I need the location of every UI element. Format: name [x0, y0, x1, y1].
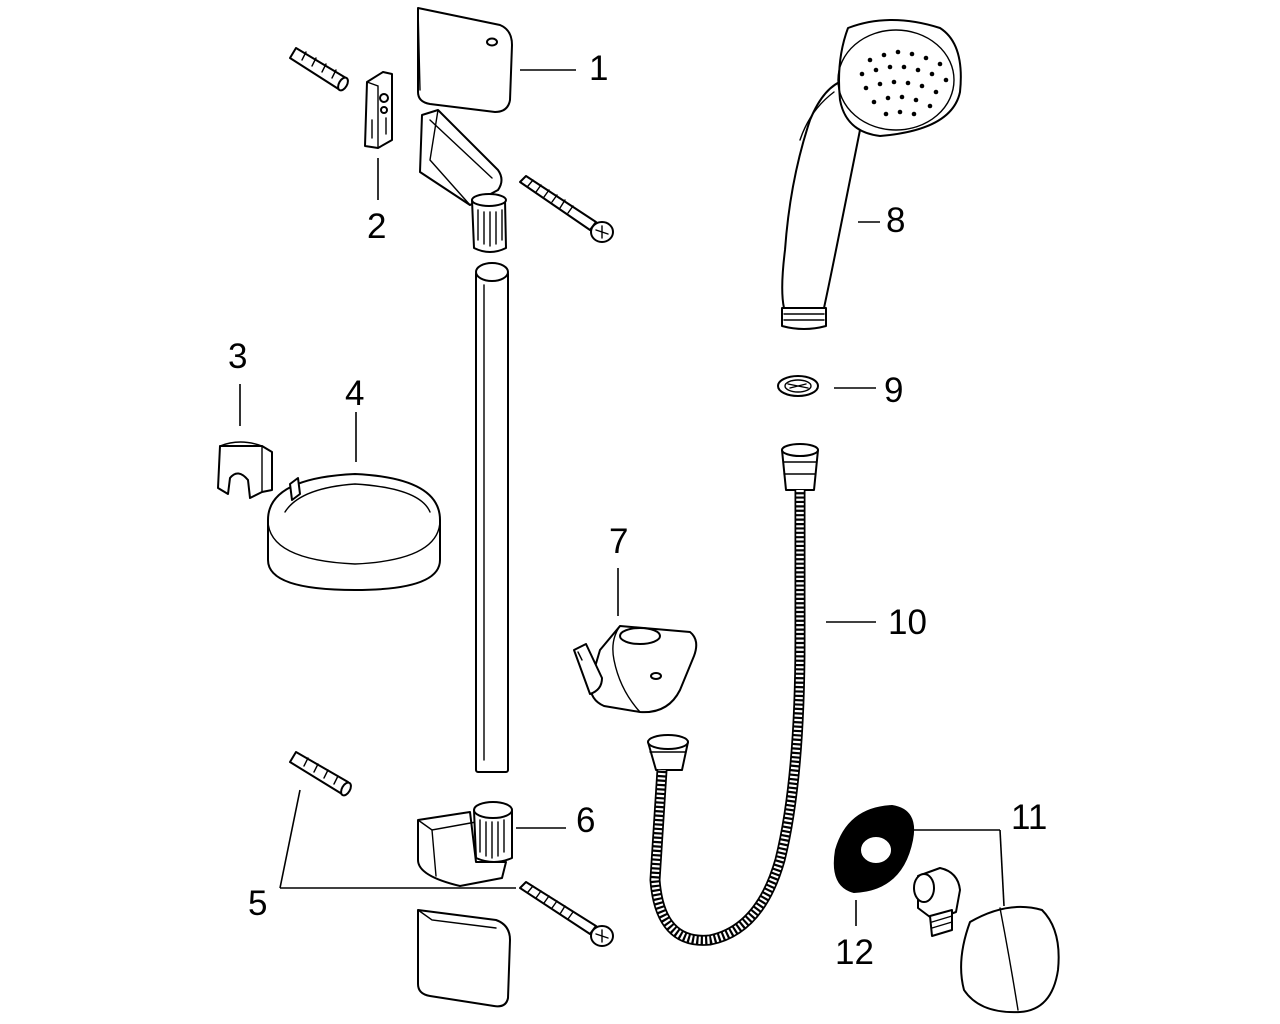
part-wall-connector [913, 867, 1060, 1014]
callout-9: 9 [884, 371, 903, 410]
callout-6: 6 [576, 801, 595, 840]
part-screw-top [519, 175, 614, 243]
spray-nozzles [859, 49, 949, 117]
callout-5: 5 [248, 884, 267, 923]
part-wall-plate [364, 71, 393, 149]
callout-8: 8 [886, 201, 905, 240]
part-slide-rail [475, 262, 509, 773]
part-shower-hose [647, 443, 819, 946]
callout-3: 3 [228, 337, 247, 376]
callout-10: 10 [888, 603, 927, 642]
part-slider [573, 625, 698, 714]
part-hand-shower [781, 19, 962, 330]
callout-2: 2 [367, 207, 386, 246]
part-top-cap [417, 7, 513, 113]
callout-12: 12 [835, 933, 874, 972]
callout-7: 7 [609, 522, 628, 561]
part-screw-bottom [519, 881, 614, 947]
part-bottom-cap [417, 909, 511, 1008]
part-clip [217, 441, 273, 499]
callout-4: 4 [345, 374, 364, 413]
callout-labels: 1 2 3 4 5 6 7 8 9 10 11 12 [228, 49, 1047, 972]
part-bottom-bracket [417, 801, 513, 887]
part-wall-plug-bottom [289, 751, 352, 797]
part-wall-plug-top [289, 47, 349, 92]
callout-11: 11 [1011, 798, 1047, 837]
part-ring-holder [267, 473, 441, 591]
part-filter-washer [777, 375, 819, 397]
part-top-bracket [419, 109, 507, 253]
part-seal-ring [833, 804, 914, 894]
leader-lines [239, 69, 1005, 926]
callout-1: 1 [589, 49, 608, 88]
